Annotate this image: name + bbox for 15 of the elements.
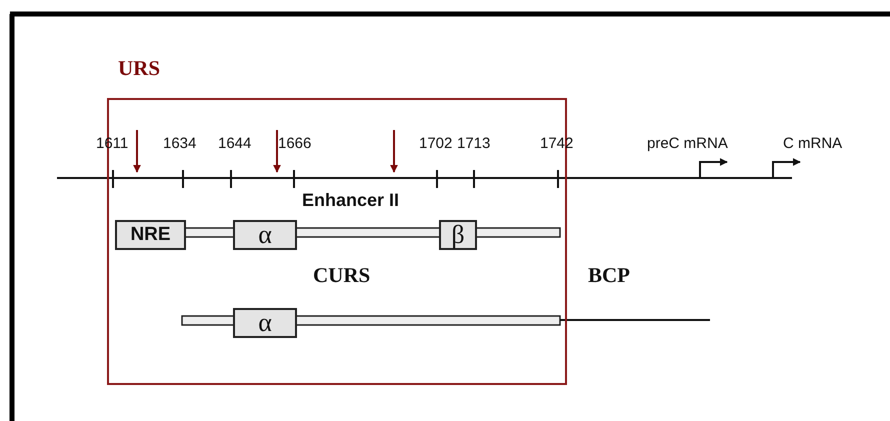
position-number: 1713 <box>457 135 490 152</box>
position-number: 1666 <box>278 135 312 152</box>
element-box: α <box>233 308 297 338</box>
position-number: 1702 <box>419 135 452 152</box>
element-box: β <box>439 220 477 250</box>
region-label: CURS <box>313 263 370 288</box>
region-heading: URS <box>118 56 160 81</box>
region-label: BCP <box>588 263 630 288</box>
position-number: 1634 <box>163 135 196 152</box>
region-label: Enhancer II <box>302 190 400 211</box>
transcript-label: preC mRNA <box>647 135 728 152</box>
position-number: 1644 <box>218 135 252 152</box>
element-box: NRE <box>115 220 186 250</box>
element-box: α <box>233 220 297 250</box>
transcript-label: C mRNA <box>783 135 842 152</box>
